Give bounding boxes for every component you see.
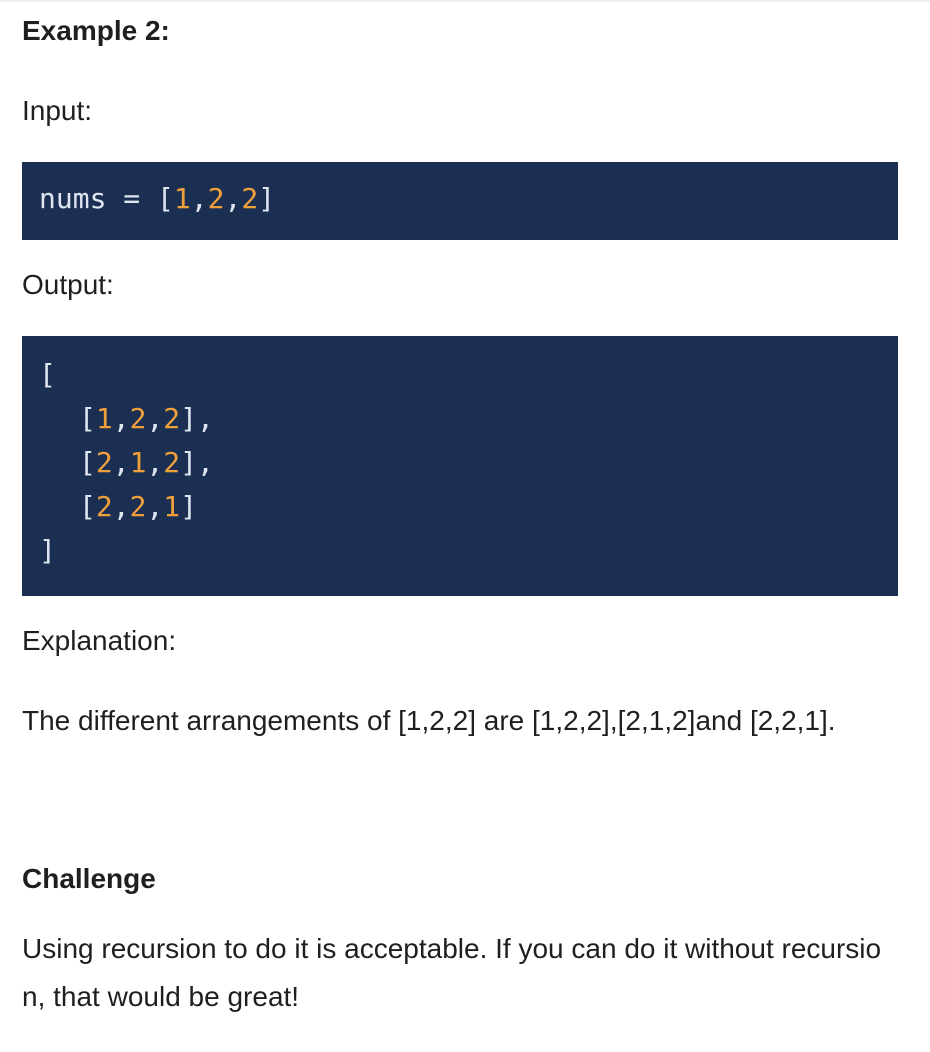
code-number: 2 bbox=[129, 490, 147, 523]
code-comma: , bbox=[146, 402, 164, 435]
code-number: 2 bbox=[207, 182, 225, 215]
output-row: [1,2,2], bbox=[79, 402, 214, 436]
output-outer-close: ] bbox=[39, 534, 56, 567]
code-bracket: ] bbox=[180, 490, 198, 523]
explanation-text: The different arrangements of [1,2,2] ar… bbox=[22, 705, 836, 736]
code-number: 1 bbox=[173, 182, 191, 215]
code-comma: , bbox=[146, 490, 164, 523]
code-number: 2 bbox=[95, 490, 113, 523]
code-comma: , bbox=[112, 446, 130, 479]
code-bracket: [ bbox=[157, 182, 174, 215]
output-row: [2,2,1] bbox=[79, 490, 197, 524]
code-bracket: [ bbox=[79, 446, 96, 479]
code-comma: , bbox=[224, 182, 242, 215]
code-comma: , bbox=[112, 402, 130, 435]
code-comma: , bbox=[146, 446, 164, 479]
output-code-block: [ [1,2,2], [2,1,2], [2,2,1] ] bbox=[22, 336, 898, 596]
input-code-block: nums = [1,2,2] bbox=[22, 162, 898, 240]
code-bracket: ] bbox=[258, 182, 276, 215]
code-variable: nums bbox=[39, 182, 107, 215]
input-label: Input: bbox=[22, 95, 93, 126]
code-number: 1 bbox=[163, 490, 181, 523]
code-operator: = bbox=[123, 182, 141, 215]
code-number: 1 bbox=[129, 446, 147, 479]
output-outer-open: [ bbox=[39, 358, 56, 391]
example-title: Example 2: bbox=[22, 15, 170, 46]
input-code-line: nums = [1,2,2] bbox=[39, 182, 275, 216]
code-bracket: ] bbox=[180, 402, 198, 435]
code-comma: , bbox=[197, 446, 214, 479]
top-divider bbox=[0, 0, 930, 2]
code-comma: , bbox=[190, 182, 208, 215]
code-comma: , bbox=[112, 490, 130, 523]
code-number: 2 bbox=[95, 446, 113, 479]
code-number: 1 bbox=[95, 402, 113, 435]
challenge-title: Challenge bbox=[22, 863, 156, 894]
code-bracket: [ bbox=[79, 490, 96, 523]
code-number: 2 bbox=[129, 402, 147, 435]
challenge-text: Using recursion to do it is acceptable. … bbox=[22, 933, 882, 1012]
code-number: 2 bbox=[163, 402, 181, 435]
output-label: Output: bbox=[22, 269, 114, 300]
code-bracket: [ bbox=[79, 402, 96, 435]
code-number: 2 bbox=[241, 182, 259, 215]
code-comma: , bbox=[197, 402, 214, 435]
output-row: [2,1,2], bbox=[79, 446, 214, 480]
code-number: 2 bbox=[163, 446, 181, 479]
code-bracket: ] bbox=[180, 446, 198, 479]
explanation-label: Explanation: bbox=[22, 625, 177, 656]
